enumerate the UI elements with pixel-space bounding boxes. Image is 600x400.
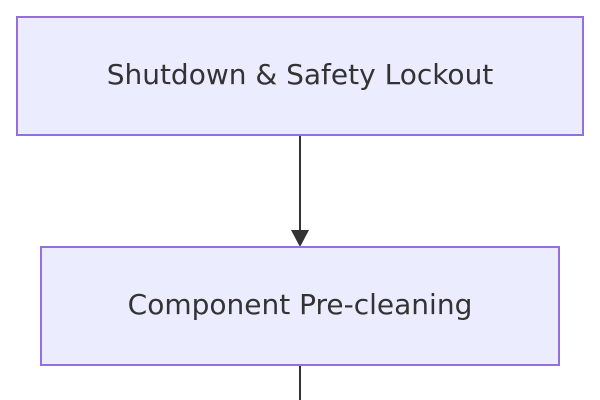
arrowhead-down-icon <box>291 230 309 247</box>
node-component-precleaning: Component Pre-cleaning <box>40 246 560 366</box>
node-precleaning-label: Component Pre-cleaning <box>128 288 473 321</box>
node-shutdown-box <box>16 16 584 136</box>
edge-shutdown-to-precleaning <box>291 136 309 247</box>
node-shutdown-safety-lockout: Shutdown & Safety Lockout <box>16 16 584 136</box>
node-shutdown-label: Shutdown & Safety Lockout <box>107 58 494 91</box>
node-precleaning-box <box>40 246 560 366</box>
